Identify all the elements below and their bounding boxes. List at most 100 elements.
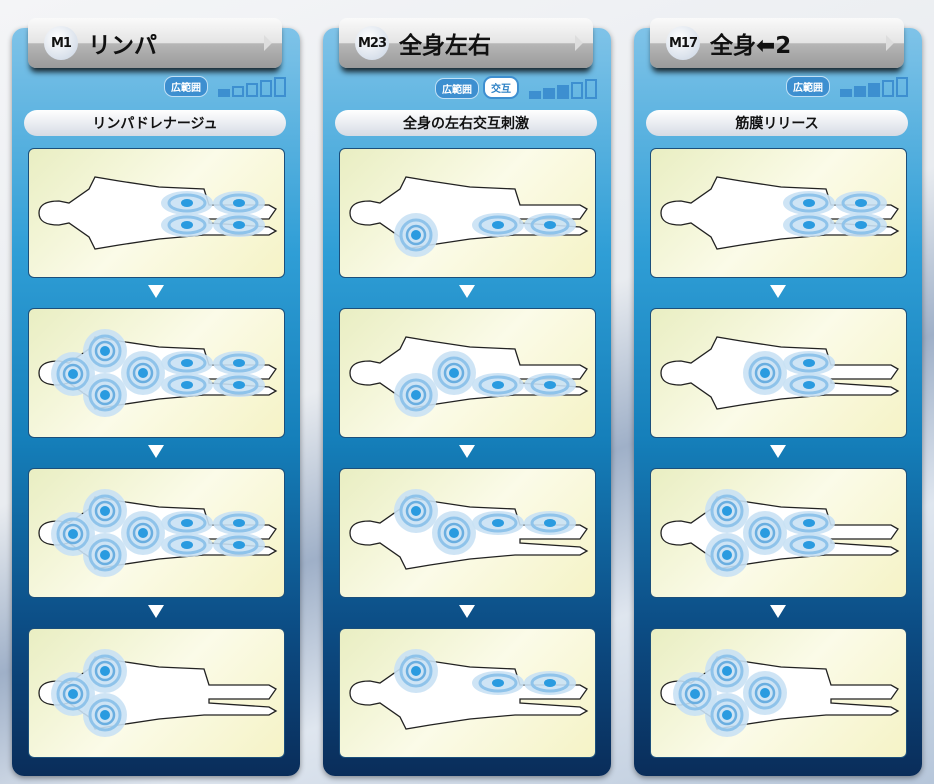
- chevron-right-icon: [575, 35, 583, 51]
- zone-thigh-l: [783, 351, 835, 375]
- step-diagram-2: [339, 308, 596, 438]
- zone-thigh-r: [161, 213, 213, 237]
- intensity-meter: [840, 77, 908, 97]
- zone-calf-l: [835, 191, 887, 215]
- zone-thigh-l: [783, 511, 835, 535]
- intensity-bar: [571, 82, 583, 99]
- zone-thigh-l: [161, 511, 213, 535]
- zone-calf-l: [213, 351, 265, 375]
- zone-thigh-l: [161, 351, 213, 375]
- step-diagram-4: [339, 628, 596, 758]
- zone-shoulder-r: [394, 213, 438, 257]
- program-code-badge: M1: [44, 26, 78, 60]
- arrow-down-icon: [770, 285, 786, 298]
- program-header-button[interactable]: M23 全身左右: [339, 18, 593, 68]
- step-diagram-3: [650, 468, 907, 598]
- zone-back: [743, 671, 787, 715]
- zone-shoulder-l: [705, 649, 749, 693]
- tag-badge: 交互: [483, 76, 519, 99]
- arrow-down-icon: [148, 285, 164, 298]
- program-tags: 広範囲: [786, 76, 908, 97]
- zone-neck: [51, 512, 95, 556]
- arrow-down-icon: [459, 605, 475, 618]
- tag-badge: 広範囲: [164, 76, 208, 97]
- zone-calf-l: [213, 511, 265, 535]
- zone-back: [121, 351, 165, 395]
- arrow-down-icon: [459, 285, 475, 298]
- intensity-bar: [232, 86, 244, 97]
- zone-back: [743, 351, 787, 395]
- zone-shoulder-r: [705, 693, 749, 737]
- zone-shoulder-l: [705, 489, 749, 533]
- program-tags: 広範囲: [164, 76, 286, 97]
- program-header-button[interactable]: M17 全身⬅2: [650, 18, 904, 68]
- zone-back: [743, 511, 787, 555]
- zone-calf-l: [524, 671, 576, 695]
- zone-shoulder-r: [705, 533, 749, 577]
- intensity-bar: [557, 85, 569, 99]
- zone-thigh-r: [161, 373, 213, 397]
- arrow-down-icon: [770, 445, 786, 458]
- step-diagram-1: [650, 148, 907, 278]
- intensity-bar: [896, 77, 908, 97]
- zone-calf-r: [213, 373, 265, 397]
- intensity-bar: [260, 80, 272, 97]
- intensity-bar: [246, 83, 258, 97]
- chevron-right-icon: [886, 35, 894, 51]
- zone-thigh-r: [472, 373, 524, 397]
- program-card-m23: M23 全身左右 広範囲交互全身の左右交互刺激: [323, 18, 611, 776]
- intensity-bar: [868, 83, 880, 97]
- zone-back: [121, 511, 165, 555]
- zone-calf-r: [524, 373, 576, 397]
- body-outline: [349, 176, 589, 250]
- zone-shoulder-l: [83, 649, 127, 693]
- zone-thigh-l: [472, 671, 524, 695]
- zone-calf-r: [524, 213, 576, 237]
- program-code-badge: M17: [666, 26, 700, 60]
- program-header-button[interactable]: M1 リンパ: [28, 18, 282, 68]
- intensity-bar: [840, 89, 852, 97]
- zone-thigh-r: [783, 533, 835, 557]
- intensity-bar: [585, 79, 597, 99]
- step-diagram-4: [650, 628, 907, 758]
- zone-neck: [673, 672, 717, 716]
- chevron-right-icon: [264, 35, 272, 51]
- zone-calf-l: [213, 191, 265, 215]
- step-diagram-3: [339, 468, 596, 598]
- zone-shoulder-l: [394, 649, 438, 693]
- zone-calf-r: [213, 213, 265, 237]
- arrow-down-icon: [148, 445, 164, 458]
- program-title: 全身左右: [399, 33, 491, 59]
- zone-shoulder-r: [394, 373, 438, 417]
- zone-thigh-l: [783, 191, 835, 215]
- arrow-down-icon: [459, 445, 475, 458]
- zone-shoulder-r: [83, 373, 127, 417]
- program-subtitle: リンパドレナージュ: [24, 110, 286, 136]
- zone-shoulder-l: [83, 329, 127, 373]
- program-code-badge: M23: [355, 26, 389, 60]
- zone-thigh-l: [472, 511, 524, 535]
- zone-neck: [51, 352, 95, 396]
- program-subtitle: 全身の左右交互刺激: [335, 110, 597, 136]
- zone-shoulder-r: [83, 533, 127, 577]
- program-card-m1: M1 リンパ 広範囲リンパドレナージュ: [12, 18, 300, 776]
- step-diagram-1: [28, 148, 285, 278]
- program-card-m17: M17 全身⬅2 広範囲筋膜リリース: [634, 18, 922, 776]
- zone-shoulder-r: [83, 693, 127, 737]
- arrow-down-icon: [770, 605, 786, 618]
- zone-shoulder-l: [394, 489, 438, 533]
- step-diagram-2: [28, 308, 285, 438]
- tag-badge: 広範囲: [786, 76, 830, 97]
- tag-badge: 広範囲: [435, 78, 479, 99]
- arrow-down-icon: [148, 605, 164, 618]
- step-diagram-2: [650, 308, 907, 438]
- zone-shoulder-l: [83, 489, 127, 533]
- zone-neck: [51, 672, 95, 716]
- program-tags: 広範囲交互: [435, 76, 597, 99]
- step-diagram-3: [28, 468, 285, 598]
- step-diagram-1: [339, 148, 596, 278]
- zone-thigh-r: [783, 373, 835, 397]
- zone-thigh-r: [783, 213, 835, 237]
- program-subtitle: 筋膜リリース: [646, 110, 908, 136]
- zone-calf-l: [524, 511, 576, 535]
